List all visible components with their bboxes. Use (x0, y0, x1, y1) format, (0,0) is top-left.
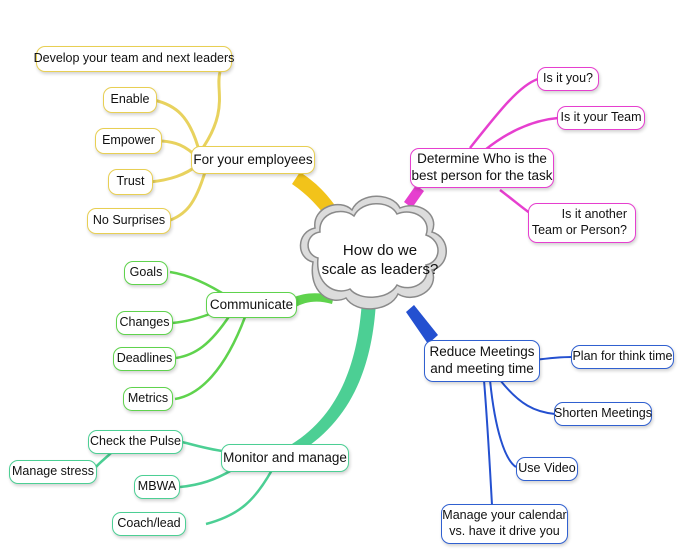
center-cloud (299, 195, 447, 310)
link-enable (153, 98, 202, 155)
node-plan-think-time[interactable]: Plan for think time (571, 345, 674, 369)
link-coach (205, 469, 274, 526)
node-empower[interactable]: Empower (95, 128, 162, 154)
node-reduce-meetings[interactable]: Reduce Meetings and meeting time (424, 340, 540, 382)
node-no-surprises[interactable]: No Surprises (87, 208, 171, 234)
link-is-it-you (469, 77, 539, 149)
node-metrics[interactable]: Metrics (123, 387, 173, 411)
link-is-it-your-team (484, 116, 559, 151)
link-deadlines (175, 314, 232, 360)
node-for-your-employees[interactable]: For your employees (191, 146, 315, 174)
node-communicate[interactable]: Communicate (206, 292, 297, 318)
green-trunk (292, 293, 334, 308)
central-topic[interactable]: How do we scale as leaders? (320, 240, 440, 280)
node-mbwa[interactable]: MBWA (134, 475, 180, 499)
node-coach-lead[interactable]: Coach/lead (112, 512, 186, 536)
node-use-video[interactable]: Use Video (516, 457, 578, 481)
node-monitor-and-manage[interactable]: Monitor and manage (221, 444, 349, 472)
link-develop (198, 71, 222, 153)
node-develop-team[interactable]: Develop your team and next leaders (34, 46, 234, 72)
node-goals[interactable]: Goals (124, 261, 168, 285)
link-calendar (483, 379, 493, 506)
node-is-it-you[interactable]: Is it you? (537, 67, 599, 91)
node-changes[interactable]: Changes (116, 311, 173, 335)
node-manage-stress[interactable]: Manage stress (9, 460, 97, 484)
link-mbwa (179, 468, 233, 489)
node-shorten-meetings[interactable]: Shorten Meetings (554, 402, 652, 426)
node-trust[interactable]: Trust (108, 169, 153, 195)
link-no-surprises (167, 171, 207, 223)
node-manage-calendar[interactable]: Manage your calendar vs. have it drive y… (441, 504, 568, 544)
node-is-it-another[interactable]: Is it another Team or Person? (528, 203, 636, 243)
node-deadlines[interactable]: Deadlines (113, 347, 176, 371)
node-determine-who[interactable]: Determine Who is the best person for the… (410, 148, 554, 188)
blue-trunk (406, 305, 438, 344)
link-metrics (174, 316, 247, 401)
central-topic-line2: scale as leaders? (321, 261, 439, 278)
teal-trunk (292, 300, 376, 452)
central-topic-line1: How do we (342, 241, 418, 259)
link-video (489, 379, 517, 468)
link-think-time (534, 356, 573, 361)
node-check-the-pulse[interactable]: Check the Pulse (88, 430, 183, 454)
magenta-trunk (404, 185, 424, 208)
node-enable[interactable]: Enable (103, 87, 157, 113)
link-shorten (499, 379, 556, 415)
node-is-it-your-team[interactable]: Is it your Team (557, 106, 645, 130)
